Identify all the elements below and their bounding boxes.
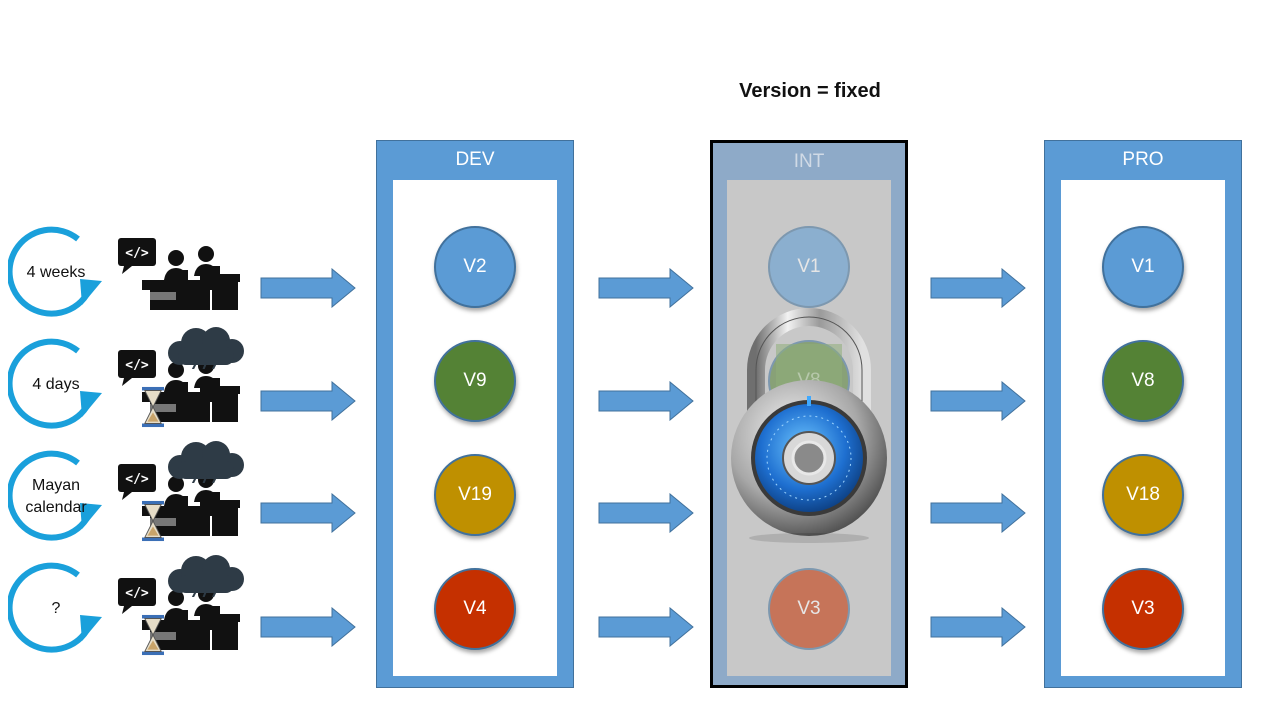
version-circle: V1 (768, 226, 850, 308)
combination-padlock-icon (731, 308, 887, 543)
env-label: INT (793, 151, 825, 172)
cycle-item: ? (8, 561, 104, 657)
flow-arrow (930, 381, 1026, 421)
cycle-label: Mayan calendar (25, 477, 87, 516)
flow-arrow (598, 381, 694, 421)
version-circle: V4 (434, 568, 516, 650)
flow-arrow (260, 607, 356, 647)
flow-arrow (598, 493, 694, 533)
cycle-item: 4 weeks (8, 225, 104, 321)
version-circle: V3 (768, 568, 850, 650)
flow-arrow (930, 268, 1026, 308)
version-circle: V3 (1102, 568, 1184, 650)
diagram-title: Version = fixed (739, 80, 881, 102)
version-circle: V8 (1102, 340, 1184, 422)
flow-arrow (260, 493, 356, 533)
flow-arrow (260, 268, 356, 308)
env-label: DEV (455, 149, 495, 170)
cycle-label: 4 weeks (26, 264, 86, 282)
hourglass-icon (142, 614, 164, 656)
storm-cloud-icon (166, 325, 246, 369)
flow-arrow (598, 268, 694, 308)
hourglass-icon (142, 386, 164, 428)
flow-arrow (260, 381, 356, 421)
version-circle: V9 (434, 340, 516, 422)
storm-cloud-icon (166, 439, 246, 483)
developers-at-desk-icon (110, 210, 248, 314)
storm-cloud-icon (166, 553, 246, 597)
cycle-label: 4 days (32, 376, 80, 394)
version-circle: V18 (1102, 454, 1184, 536)
flow-arrow (930, 607, 1026, 647)
cycle-item: Mayan calendar (8, 449, 104, 545)
version-circle: V1 (1102, 226, 1184, 308)
flow-arrow (930, 493, 1026, 533)
cycle-label: ? (51, 600, 61, 618)
hourglass-icon (142, 500, 164, 542)
env-label: PRO (1122, 149, 1164, 170)
version-circle: V19 (434, 454, 516, 536)
flow-arrow (598, 607, 694, 647)
cycle-item: 4 days (8, 337, 104, 433)
version-circle: V2 (434, 226, 516, 308)
